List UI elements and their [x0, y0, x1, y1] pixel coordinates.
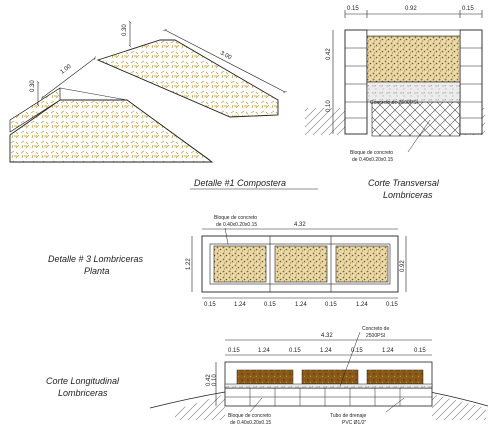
long-cell-1 [236, 369, 294, 385]
long-dim-top-5: 0.15 [351, 348, 363, 354]
plan-dim-bottom-5: 0.15 [325, 302, 337, 308]
long-dim-top-6: 1.24 [382, 348, 394, 354]
plan-dim-bottom-3: 0.15 [264, 302, 276, 308]
plan-block-label-1: Bloque de concreto [214, 215, 257, 221]
long-cell-2 [301, 369, 359, 385]
cross-dim-side-upper: 0.42 [326, 48, 332, 60]
plan-cell-2 [274, 245, 328, 283]
plan-dim-side: 1.22 [186, 258, 192, 270]
wall-right [459, 29, 483, 135]
dim-height-right: 0.30 [122, 24, 128, 36]
compost-bed-left [9, 99, 214, 163]
cross-concrete-slab [366, 81, 461, 103]
long-dim-top-2: 1.24 [258, 348, 270, 354]
cross-block-label-2: de 0.40x0.20x0.15 [352, 157, 393, 163]
cross-fill-gravel [366, 35, 461, 83]
long-pipe-label-2: PVC Ø1/2" [342, 420, 367, 426]
cross-dim-side-lower: 0.10 [326, 100, 332, 112]
plan-view: 4.32 Bloque de concreto de 0.40x0.20x0.1… [48, 215, 407, 308]
plan-dim-total: 4.32 [294, 222, 306, 228]
plan-dim-bottom-2: 1.24 [234, 302, 246, 308]
dim-height-left: 0.30 [30, 80, 36, 92]
cross-concrete-label: Concreto de 2500PSI [370, 100, 418, 106]
plan-dim-inner-side: 0.92 [400, 260, 406, 272]
ground-hatch-left [175, 394, 225, 420]
plan-dim-bottom-6: 1.24 [356, 302, 368, 308]
long-concrete-label-1: Concreto de [362, 326, 389, 332]
long-pipe-label-1: Tubo de drenaje [330, 413, 366, 419]
long-dim-top-4: 1.24 [320, 348, 332, 354]
long-title-2: Lombriceras [58, 388, 108, 398]
plan-dim-bottom-7: 0.15 [386, 302, 398, 308]
long-section: 4.32 0.15 1.24 0.15 1.24 0.15 1.24 0.15 … [46, 326, 489, 426]
plan-cell-1 [213, 245, 267, 283]
plan-block-label-2: de 0.40x0.20x0.15 [216, 222, 257, 228]
long-dim-top-1: 0.15 [228, 348, 240, 354]
plan-title-2: Planta [84, 266, 110, 276]
long-block-label-2: de 0.40x0.20x0.15 [230, 420, 271, 426]
compost-detail: 0.30 1.00 0.30 3.00 Detalle #1 Composter… [9, 20, 318, 190]
ground-left [305, 108, 345, 135]
long-dim-total: 4.32 [321, 333, 333, 339]
cross-title-2: Lombriceras [383, 190, 433, 200]
long-concrete-label-2: 2500PSI [366, 333, 385, 339]
cross-dim-top-right: 0.15 [462, 6, 474, 12]
foundation-herringbone [371, 101, 461, 137]
long-cell-3 [366, 369, 424, 385]
dim-length: 3.00 [219, 50, 233, 61]
ground-hatch-right [432, 394, 486, 420]
compost-title: Detalle #1 Compostera [194, 178, 286, 188]
plan-dim-bottom-1: 0.15 [204, 302, 216, 308]
plan-title-1: Detalle # 3 Lombriceras [48, 254, 144, 264]
cross-block-label-1: Bloque de concreto [350, 150, 393, 156]
wall-left [344, 29, 368, 135]
long-dim-top-3: 0.15 [289, 348, 301, 354]
long-block-label-1: Bloque de concreto [228, 413, 271, 419]
dim-width: 1.00 [60, 63, 73, 75]
long-dim-side-a: 0.42 [206, 374, 212, 386]
dim-line-width [41, 56, 96, 100]
cross-section: 0.15 0.92 0.15 0.42 0.10 Concreto de 250… [305, 6, 485, 200]
cross-title-1: Corte Transversal [368, 178, 440, 188]
cross-dim-top-left: 0.15 [347, 6, 359, 12]
dim-line-length [163, 29, 287, 93]
cross-dim-top-center: 0.92 [405, 6, 417, 12]
plan-dim-bottom-4: 1.24 [295, 302, 307, 308]
long-dim-top-7: 0.15 [414, 348, 426, 354]
long-dim-side-b: 0.10 [212, 374, 218, 386]
plan-cell-3 [335, 245, 389, 283]
long-title-1: Corte Longitudinal [46, 376, 120, 386]
